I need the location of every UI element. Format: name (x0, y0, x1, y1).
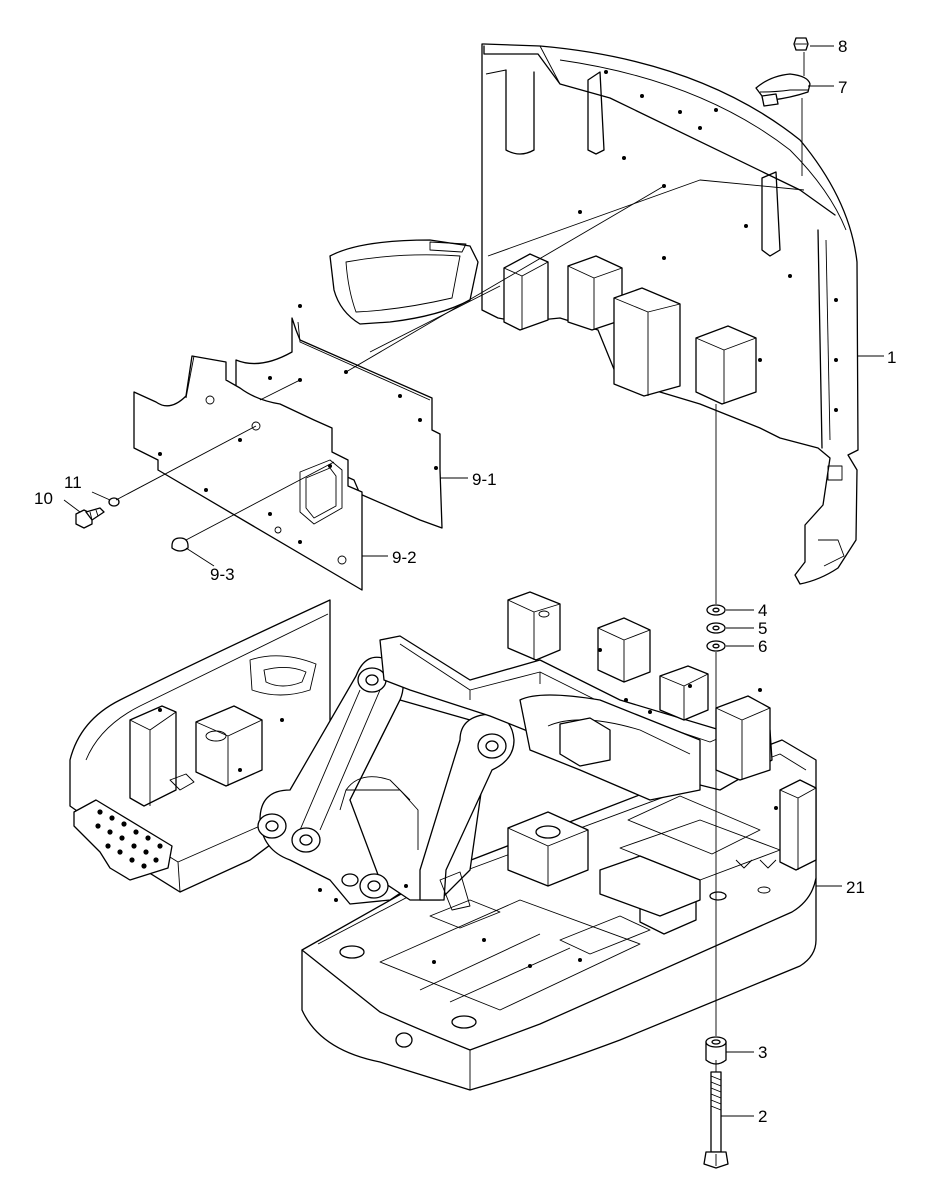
part-5-washer (706, 622, 726, 634)
part-9-3-plug (171, 537, 189, 552)
part-21-upper-frame (69, 591, 817, 1091)
part-9-2-plate (133, 355, 363, 591)
part-3-spacer (705, 1036, 727, 1065)
part-2-bolt (703, 1071, 729, 1169)
part-10-bolt (75, 507, 105, 529)
callout-5: 5 (758, 619, 767, 638)
part-4-washer (706, 604, 726, 616)
callout-9-1: 9-1 (472, 470, 497, 489)
part-7-cover (755, 73, 811, 107)
callout-4: 4 (758, 601, 767, 620)
part-8-bolt (793, 37, 809, 51)
callout-8: 8 (838, 37, 847, 56)
callout-9-3: 9-3 (210, 565, 235, 584)
callout-2: 2 (758, 1107, 767, 1126)
callout-3: 3 (758, 1043, 767, 1062)
callout-10: 10 (34, 489, 53, 508)
callout-9-2: 9-2 (392, 548, 417, 567)
callout-7: 7 (838, 78, 847, 97)
callout-21: 21 (846, 878, 865, 897)
callout-6: 6 (758, 637, 767, 656)
callout-11: 11 (64, 473, 82, 492)
callout-1: 1 (887, 348, 896, 367)
assembly-lines (115, 52, 805, 1072)
part-6-washer (706, 640, 726, 652)
callout-labels: 8 7 1 9-1 9-2 9-3 11 10 4 5 6 21 3 2 (34, 37, 896, 1126)
leader-lines (63, 45, 884, 1117)
